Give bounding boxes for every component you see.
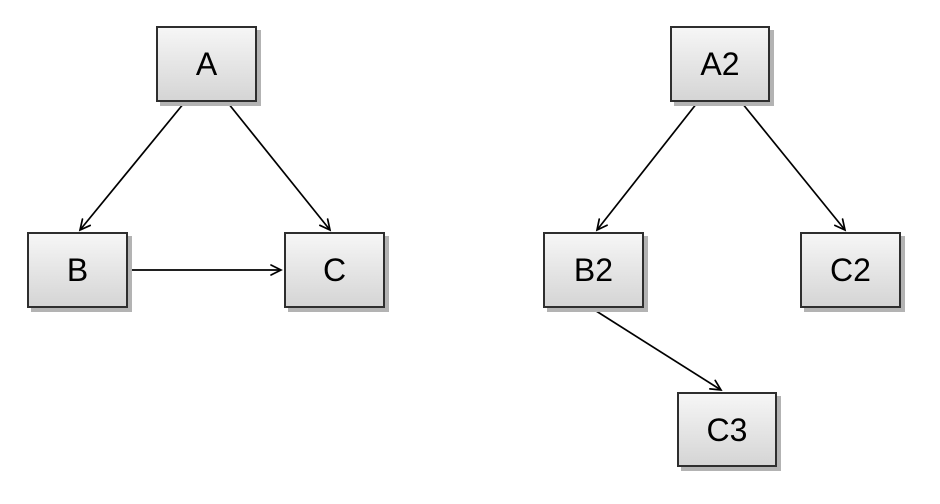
node-B[interactable]: B [27,232,128,308]
node-C[interactable]: C [284,232,385,308]
node-B2[interactable]: B2 [543,232,644,308]
node-label: A2 [700,46,740,82]
node-label: C3 [706,411,748,448]
node-label: B2 [573,252,614,288]
node-A[interactable]: A [156,26,257,102]
node-label: C [322,252,347,288]
node-label: A [195,46,218,82]
edge-A2-C2 [741,102,847,232]
node-label: B [66,252,89,288]
node-C3[interactable]: C3 [677,392,777,467]
node-A2[interactable]: A2 [670,26,770,102]
edge-A2-B2 [595,102,698,232]
node-C2[interactable]: C2 [800,232,901,308]
edge-A-B [78,102,185,232]
node-label: C2 [830,252,871,288]
edge-B2-C3 [592,308,723,392]
edge-A-C [227,102,332,232]
